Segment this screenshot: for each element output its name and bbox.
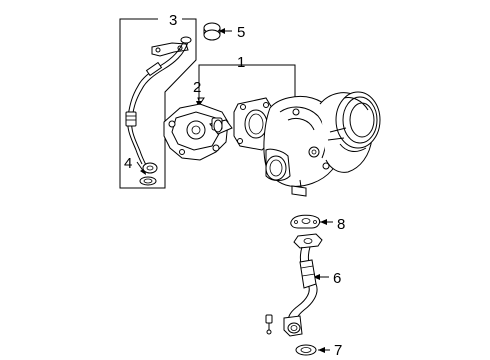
callout-label-3: 3: [169, 12, 177, 29]
callout-label-6: 6: [333, 270, 341, 287]
leader-line-1: [198, 64, 296, 112]
callout-label-5: 5: [237, 24, 245, 41]
callout-label-8: 8: [337, 216, 345, 233]
actuator-part: [163, 97, 233, 161]
callout-label-1: 1: [237, 54, 245, 71]
callout-label-4: 4: [124, 155, 132, 172]
clamp-ring-part: [203, 22, 221, 41]
gasket-part: [290, 214, 321, 229]
washer-part: [139, 176, 157, 186]
seal-ring-part: [295, 344, 317, 356]
leader-line-3: [119, 18, 197, 189]
oil-drain-tube-part: [265, 233, 323, 337]
callout-label-7: 7: [334, 342, 342, 359]
oil-feed-line-part: [125, 36, 192, 174]
turbocharger-part: [233, 91, 381, 197]
callout-label-2: 2: [193, 79, 201, 96]
